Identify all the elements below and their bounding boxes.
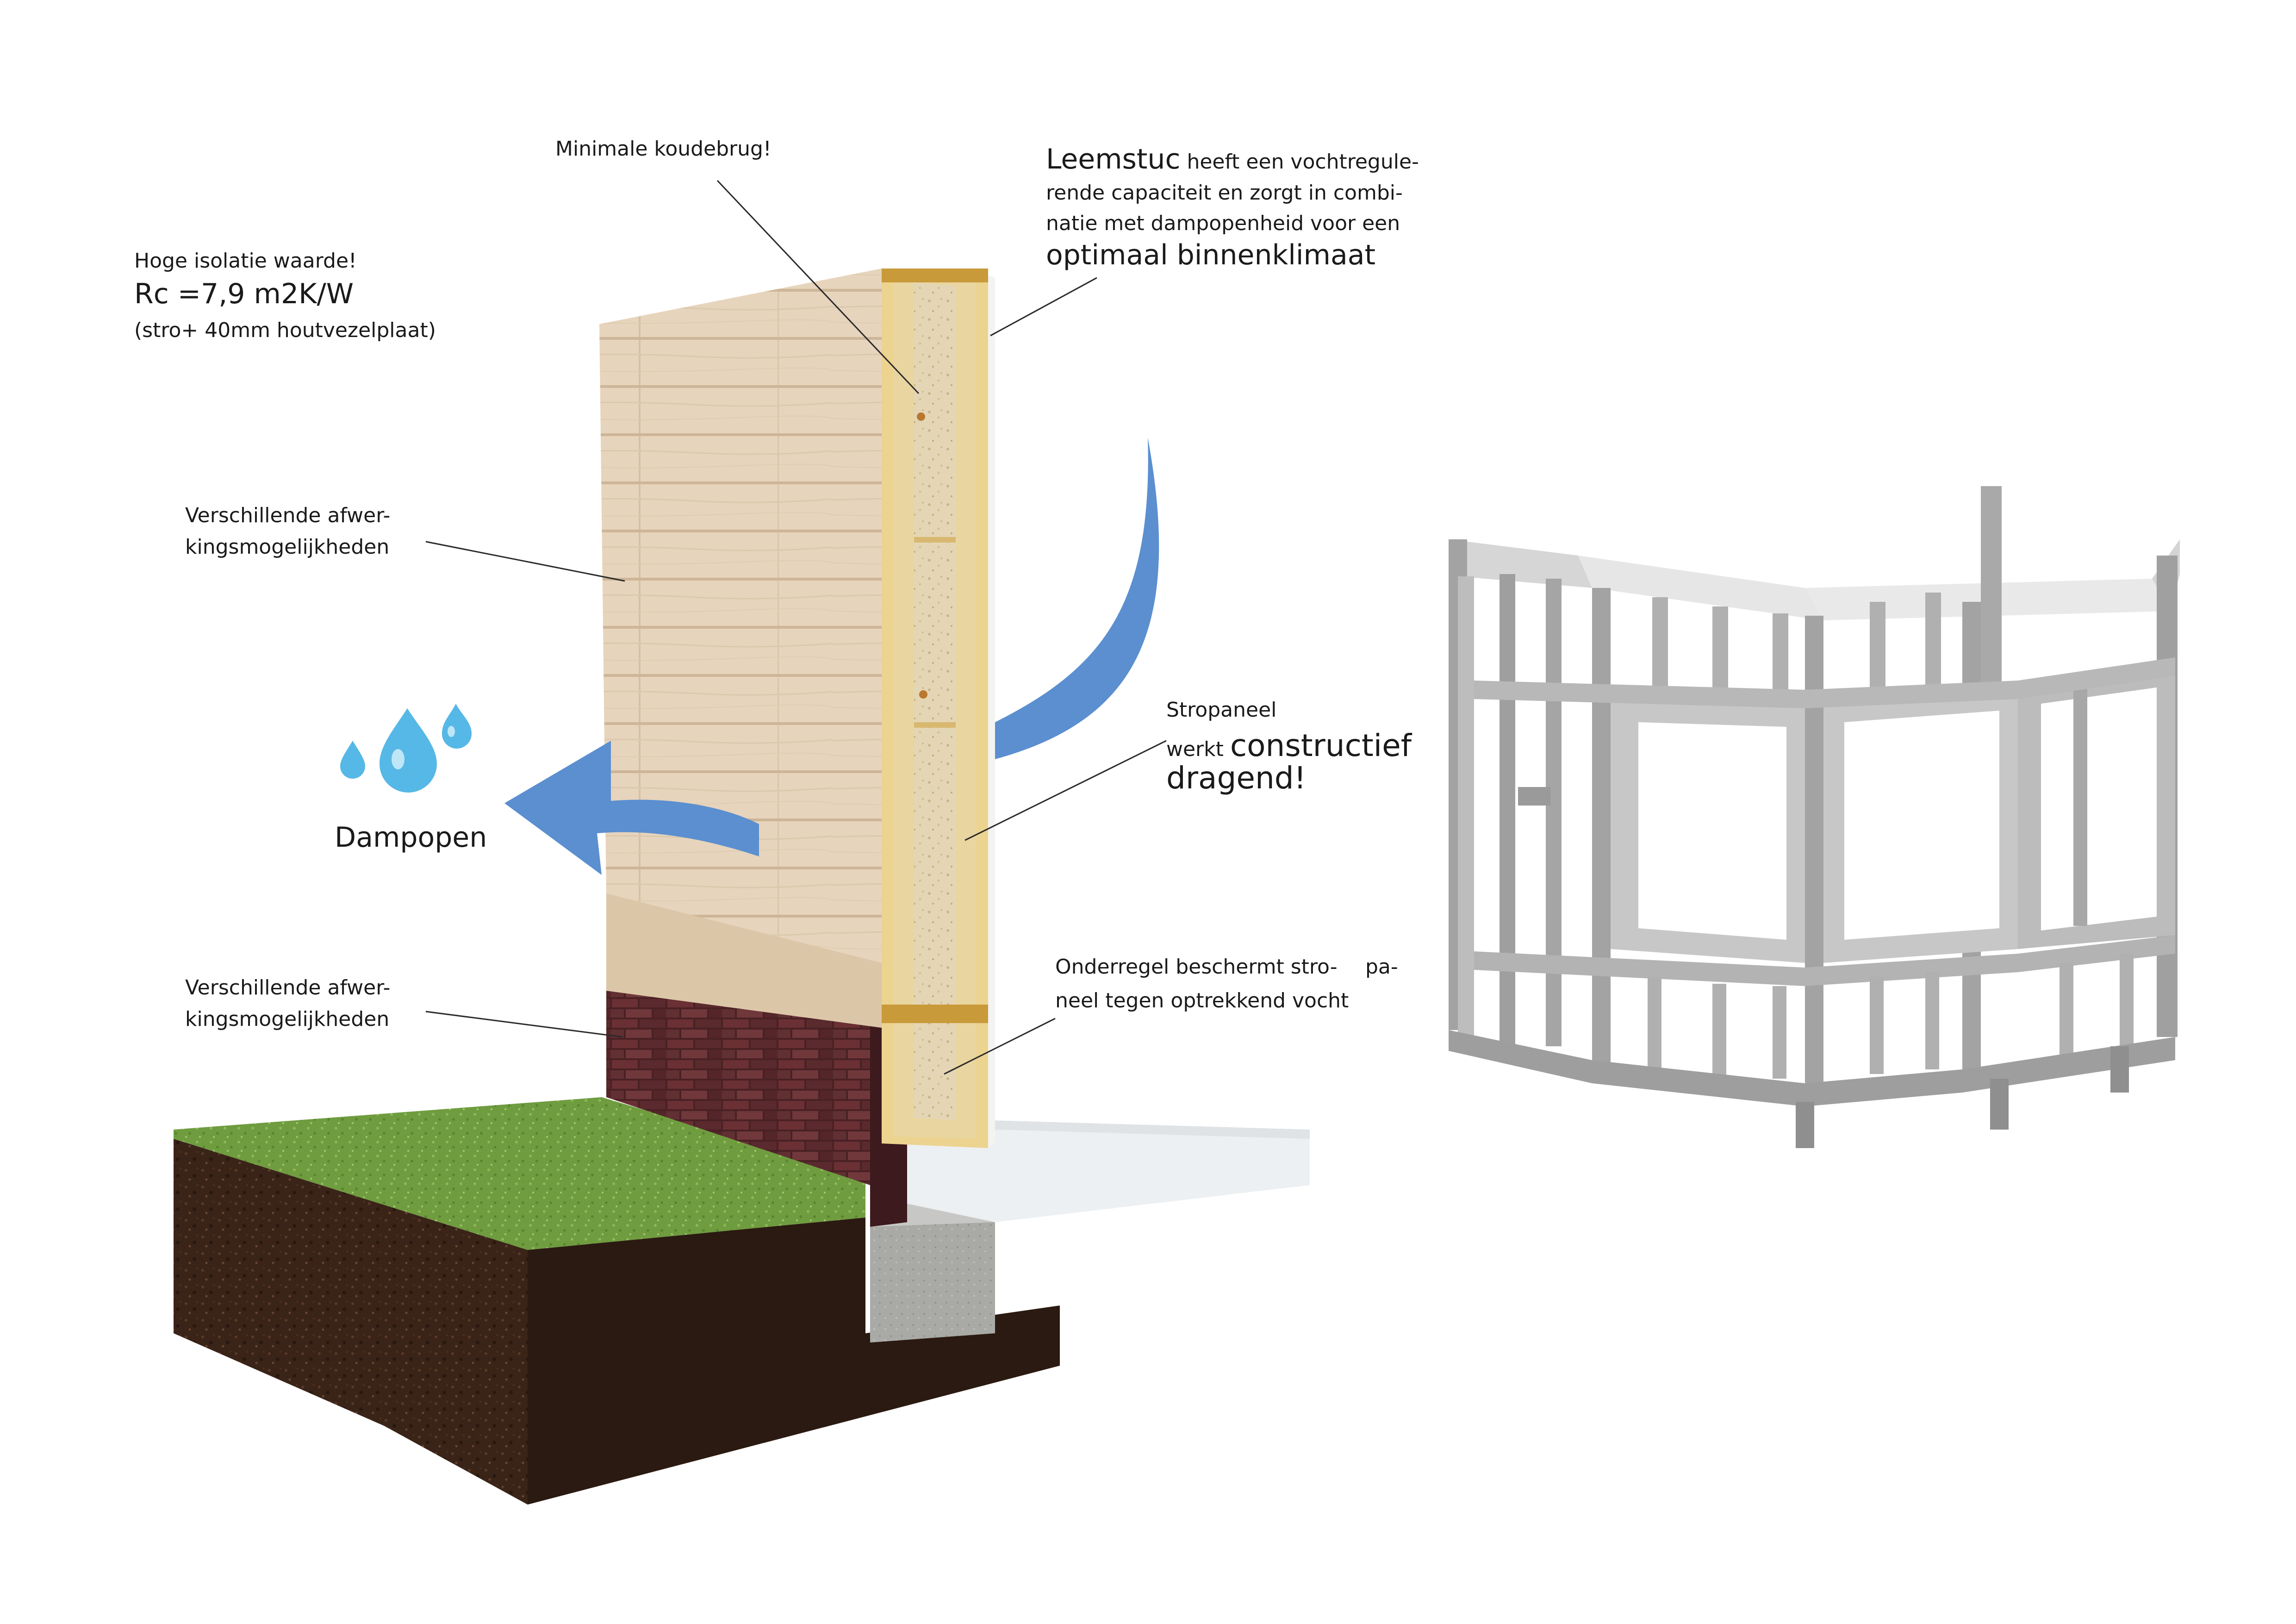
leader-onderregel bbox=[944, 1018, 1056, 1075]
label-afwerking-bottom: Verschillende afwer- kingsmogelijkheden bbox=[185, 976, 391, 1031]
label-leemstuc-2: rende capaciteit en zorgt in combi- bbox=[1046, 181, 1403, 205]
curved-arrow-icon bbox=[995, 437, 1159, 759]
leader-afwerking-bottom bbox=[425, 1011, 623, 1038]
label-dampopen: Dampopen bbox=[335, 821, 487, 854]
label-leemstuc: Leemstuc heeft een vochtregule- bbox=[1046, 141, 1419, 178]
label-leemstuc-3: natie met dampopenheid voor een bbox=[1046, 212, 1400, 235]
leemstuc-text-1: heeft een vochtregule- bbox=[1180, 150, 1419, 174]
wall-section bbox=[882, 269, 995, 1148]
label-stropaneel-dragend: dragend! bbox=[1166, 760, 1307, 796]
water-drops-icon bbox=[340, 704, 472, 793]
label-stropaneel-werkt: werkt constructief bbox=[1166, 727, 1412, 765]
leader-stropaneel bbox=[964, 740, 1167, 841]
stropaneel-constructief: constructief bbox=[1230, 728, 1412, 763]
label-afwerking-top: Verschillende afwer- kingsmogelijkheden bbox=[185, 504, 391, 559]
label-onderregel-1a: Onderregel beschermt stro- bbox=[1055, 955, 1338, 979]
label-onderregel-1b: pa- bbox=[1365, 955, 1398, 979]
label-isolatie-title: Hoge isolatie waarde! bbox=[134, 249, 357, 273]
leader-lines bbox=[425, 180, 1167, 1075]
ground-block bbox=[174, 1097, 1060, 1505]
straight-arrow-icon bbox=[504, 741, 759, 875]
wall-cladding bbox=[599, 269, 882, 1028]
label-isolatie-value: Rc =7,9 m2K/W bbox=[134, 278, 354, 310]
leemstuc-word: Leemstuc bbox=[1046, 143, 1181, 175]
label-leemstuc-highlight: optimaal binnenklimaat bbox=[1046, 239, 1376, 271]
label-koudebrug: Minimale koudebrug! bbox=[555, 137, 772, 161]
leader-koudebrug bbox=[716, 180, 920, 394]
leader-leemstuc bbox=[990, 277, 1097, 337]
floor-slab bbox=[907, 1120, 1310, 1222]
stropaneel-werkt: werkt bbox=[1166, 737, 1230, 761]
timber-frame bbox=[1449, 486, 2180, 1148]
label-stropaneel-title: Stropaneel bbox=[1166, 698, 1277, 722]
label-onderregel-2: neel tegen optrekkend vocht bbox=[1055, 989, 1349, 1012]
label-isolatie-note: (stro+ 40mm houtvezelplaat) bbox=[134, 319, 436, 342]
leader-afwerking-top bbox=[425, 541, 625, 582]
